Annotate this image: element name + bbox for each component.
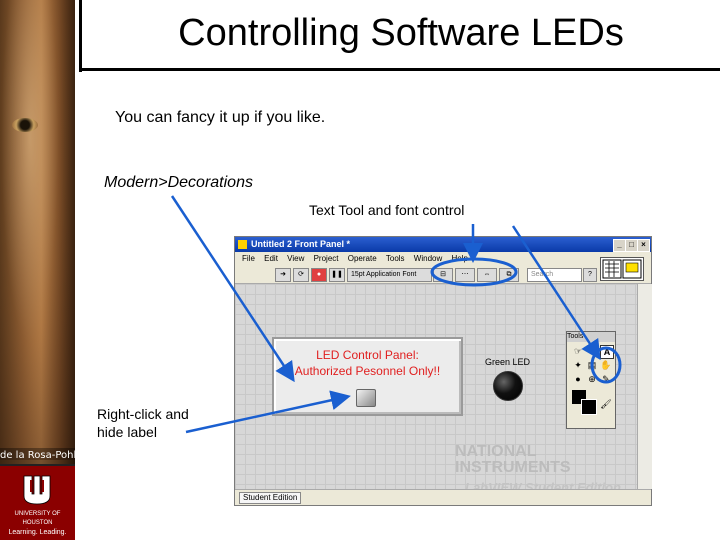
resize-objects-icon[interactable]: ⇔ [477, 268, 497, 282]
toolbar: ➜ ⟳ ● ❚❚ 15pt Application Font ⊟ ⋯ ⇔ ⧉ S… [235, 265, 651, 284]
sidebar-photo: de la Rosa-Pohl UNIVERSITY OF HOUSTON Le… [0, 0, 75, 540]
menu-tools[interactable]: Tools [385, 254, 405, 263]
search-input[interactable]: Search [527, 268, 582, 282]
tools-palette-title: Tools [567, 332, 615, 342]
callout-hide-label-line1: Right-click and [97, 406, 189, 422]
vi-icon-pane[interactable] [600, 257, 644, 281]
slide-title: Controlling Software LEDs [178, 12, 624, 54]
led-button-control[interactable] [356, 389, 376, 407]
probe-icon[interactable]: ⊕ [588, 374, 596, 384]
cougar-eye [12, 118, 38, 132]
menu-view[interactable]: View [287, 254, 305, 263]
uh-motto: Learning. Leading. [8, 529, 67, 536]
decoration-line2: Authorized Pesonnel Only!! [294, 364, 441, 378]
menu-help[interactable]: Help [451, 254, 468, 263]
ni-watermark: NATIONAL INSTRUMENTS [455, 444, 571, 476]
operate-value-icon[interactable]: ☞ [573, 346, 583, 356]
ni-line1: NATIONAL [455, 443, 537, 460]
ni-line2: INSTRUMENTS [455, 459, 571, 476]
vertical-scrollbar[interactable] [637, 284, 652, 489]
close-button[interactable]: × [637, 239, 650, 252]
breakpoint-icon[interactable]: ● [575, 374, 581, 384]
menu-bar: File Edit View Project Operate Tools Win… [235, 252, 651, 265]
menu-project[interactable]: Project [313, 254, 339, 263]
align-objects-icon[interactable]: ⊟ [433, 268, 453, 282]
uh-name: UNIVERSITY OF HOUSTON [14, 511, 61, 526]
window-titlebar: Untitled 2 Front Panel * _ □ × [235, 237, 651, 252]
author-name: de la Rosa-Pohl [0, 448, 75, 464]
callout-hide-label: Right-click and hide label [97, 405, 189, 441]
labview-logo-icon [238, 240, 247, 249]
callout-decorations: Modern>Decorations [104, 174, 253, 191]
uh-text: UNIVERSITY OF HOUSTON Learning. Leading. [0, 510, 75, 537]
distribute-objects-icon[interactable]: ⋯ [455, 268, 475, 282]
uh-logo-box: UNIVERSITY OF HOUSTON Learning. Leading. [0, 464, 75, 540]
status-bar: Student Edition [235, 489, 651, 505]
brush-icon[interactable]: 🖌 [600, 399, 612, 409]
menu-operate[interactable]: Operate [347, 254, 377, 263]
menu-window[interactable]: Window [413, 254, 443, 263]
pause-icon[interactable]: ❚❚ [329, 268, 345, 282]
green-led-indicator[interactable] [493, 371, 523, 401]
scroll-window-icon[interactable]: ✋ [600, 360, 612, 370]
connect-wire-icon[interactable]: ✦ [574, 360, 582, 370]
subtitle: You can fancy it up if you like. [115, 109, 326, 126]
callout-text-tool: Text Tool and font control [309, 202, 465, 218]
front-panel-canvas[interactable]: LED Control Panel: Authorized Pesonnel O… [235, 284, 637, 495]
reorder-icon[interactable]: ⧉ [499, 268, 519, 282]
position-icon[interactable]: ↖ [588, 346, 596, 356]
uh-logo-icon [23, 475, 51, 505]
title-divider-horizontal [79, 68, 720, 71]
menu-edit[interactable]: Edit [264, 254, 278, 263]
callout-hide-label-line2: hide label [97, 424, 157, 440]
tools-palette: Tools ☞ ↖ A ✦ ▤ ✋ ● ⊕ ✎ 🖌 [566, 331, 616, 429]
decoration-label[interactable]: LED Control Panel: Authorized Pesonnel O… [274, 347, 461, 379]
status-text: Student Edition [239, 492, 302, 504]
help-icon[interactable]: ? [583, 268, 597, 282]
object-shortcut-icon[interactable]: ▤ [587, 360, 597, 370]
run-continuous-icon[interactable]: ⟳ [293, 268, 309, 282]
vi-icon [602, 259, 642, 279]
font-selector[interactable]: 15pt Application Font [347, 268, 432, 282]
get-color-icon[interactable]: ✎ [602, 374, 610, 384]
decoration-line1: LED Control Panel: [316, 348, 419, 362]
window-title: Untitled 2 Front Panel * [251, 239, 351, 249]
abort-icon[interactable]: ● [311, 268, 327, 282]
set-color-icon[interactable] [572, 390, 598, 416]
title-divider-vertical [79, 0, 82, 72]
green-led-label[interactable]: Green LED [485, 357, 531, 367]
decoration-box[interactable]: LED Control Panel: Authorized Pesonnel O… [272, 337, 463, 416]
edit-text-icon[interactable]: A [600, 345, 614, 359]
run-arrow-icon[interactable]: ➜ [275, 268, 291, 282]
menu-file[interactable]: File [242, 254, 255, 263]
cougar-image [0, 0, 75, 460]
